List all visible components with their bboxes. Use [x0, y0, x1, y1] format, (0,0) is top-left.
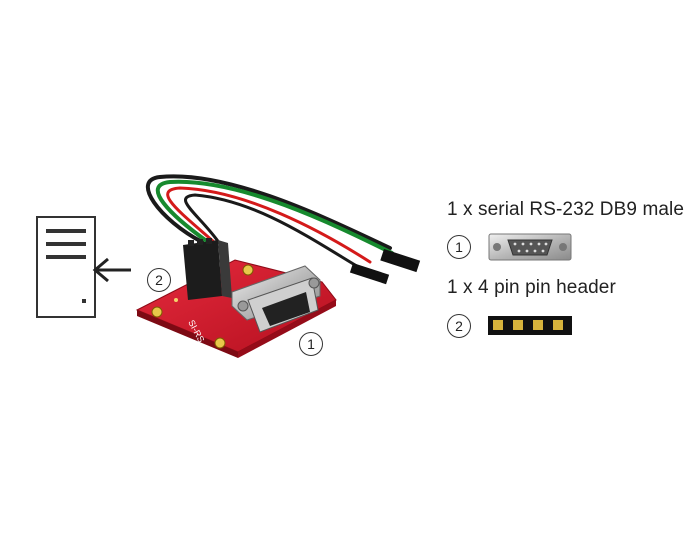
item-1-number: 1 [447, 235, 471, 259]
callout-connector: 1 [299, 332, 323, 356]
arrow-left-icon [92, 257, 131, 283]
item-2-title: 1 x 4 pin pin header [447, 277, 616, 298]
wire-bundle [146, 174, 394, 270]
pin-header-icon [488, 316, 572, 335]
db9-connector [231, 265, 321, 333]
callout-header: 2 [147, 268, 171, 292]
item-1-title: 1 x serial RS-232 DB9 male [447, 199, 685, 220]
pin-header-housing [183, 238, 232, 300]
item-2-number: 2 [447, 314, 471, 338]
dupont-plug [349, 249, 421, 285]
db9-connector-icon [488, 233, 572, 261]
document-icon [36, 216, 96, 318]
